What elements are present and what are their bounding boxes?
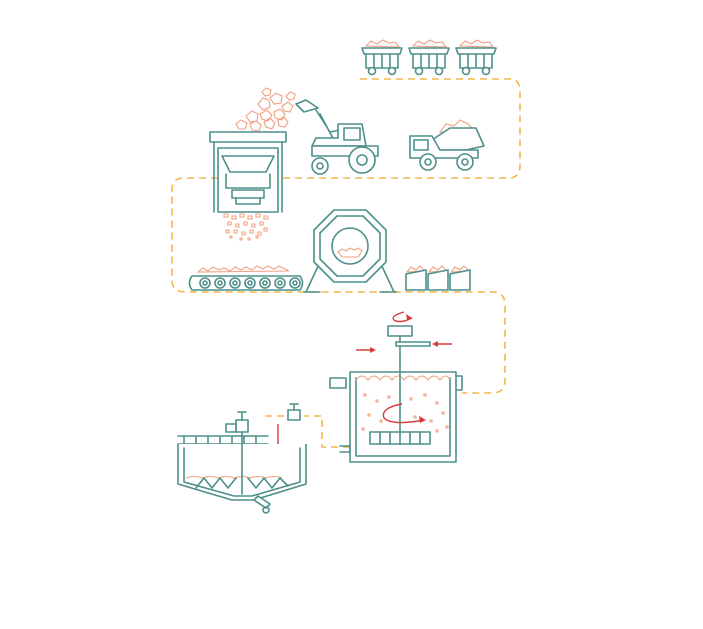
ore-bin-icon — [449, 265, 471, 291]
conveyor-roller-hub — [202, 280, 208, 286]
conveyor-roller-hub — [217, 280, 223, 286]
conveyor-roller — [289, 277, 301, 289]
crushed-ore-fall — [223, 213, 269, 241]
conveyor-roller-hub — [277, 280, 283, 286]
conveyor-roller — [199, 277, 211, 289]
process-flow-path — [171, 78, 521, 448]
ore-bin-icon — [427, 265, 449, 291]
conveyor-belt-icon — [188, 265, 304, 291]
flotation-cell-icon — [329, 325, 463, 463]
conveyor-roller-hub — [232, 280, 238, 286]
conveyor-roller-hub — [292, 280, 298, 286]
ore-bins — [405, 265, 471, 291]
conveyor-roller — [229, 277, 241, 289]
rotary-mill-icon — [303, 209, 397, 293]
conveyor-roller — [214, 277, 226, 289]
mine-cart-icon — [455, 39, 497, 76]
conveyor-roller-hub — [247, 280, 253, 286]
conveyor-roller — [259, 277, 271, 289]
mine-cart-icon — [408, 39, 450, 76]
conveyor-roller-hub — [262, 280, 268, 286]
dump-truck-icon — [409, 119, 485, 171]
ore-bin-icon — [405, 265, 427, 291]
front-loader-icon — [295, 99, 379, 175]
mine-carts — [361, 39, 497, 76]
conveyor-roller — [274, 277, 286, 289]
mine-cart-icon — [361, 39, 403, 76]
ore-pile — [235, 87, 296, 132]
rotation-arrows — [356, 311, 452, 424]
conveyor-roller — [244, 277, 256, 289]
crusher-hopper-icon — [209, 131, 287, 213]
thickener-tank-icon — [177, 411, 307, 514]
